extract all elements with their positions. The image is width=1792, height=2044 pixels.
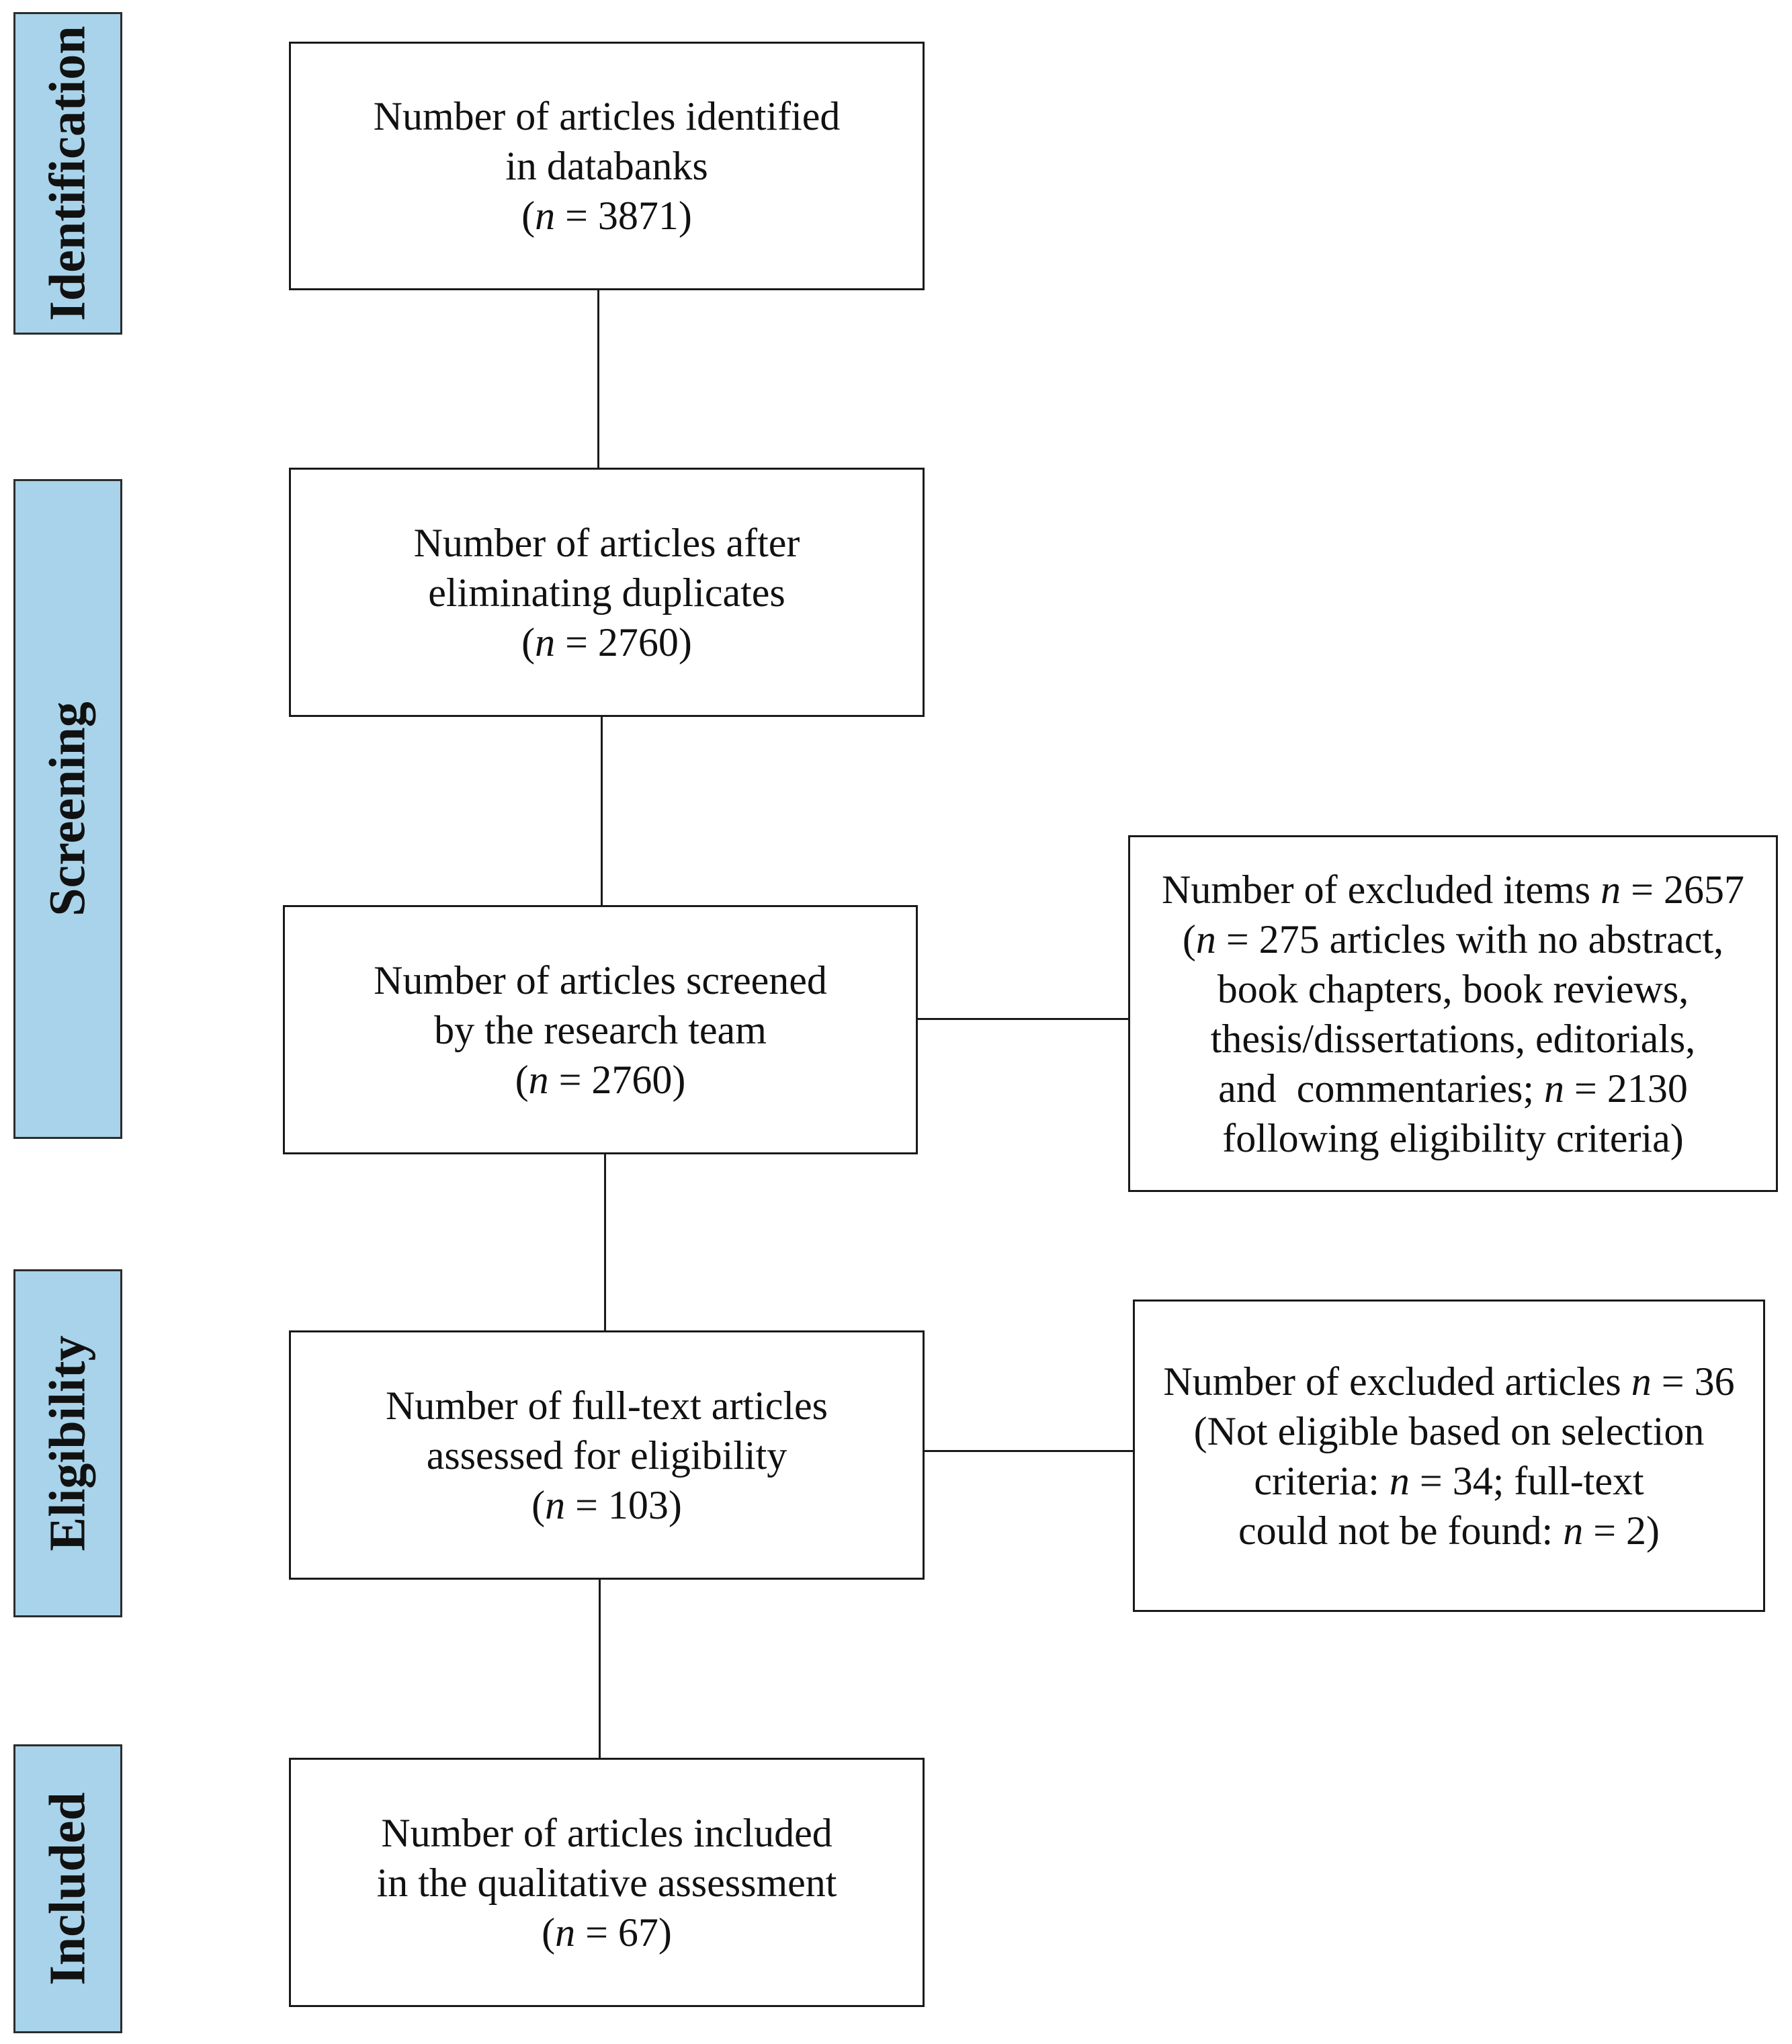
screened-line2: by the research team: [434, 1007, 767, 1052]
excluded-items-line5: and commentaries; n = 2130: [1218, 1066, 1688, 1111]
phase-included-label: Included: [39, 1792, 96, 1986]
phase-identification-label: Identification: [39, 26, 96, 321]
phase-included: Included: [13, 1744, 122, 2033]
identified-count: (n = 3871): [521, 194, 692, 238]
after-duplicates-count: (n = 2760): [521, 620, 692, 665]
connector-identified-to-duplicates: [597, 290, 599, 468]
excluded-articles-line2: (Not eligible based on selection: [1193, 1408, 1705, 1453]
excluded-items-line6: following eligibility criteria): [1222, 1115, 1684, 1160]
full-text-box: Number of full-text articles assessed fo…: [289, 1330, 925, 1580]
screened-line1: Number of articles screened: [374, 957, 827, 1003]
connector-screened-to-excluded-items: [918, 1018, 1128, 1020]
excluded-items-line1: Number of excluded items n = 2657: [1162, 867, 1744, 912]
connector-fulltext-to-included: [599, 1580, 601, 1758]
excluded-articles-line1: Number of excluded articles n = 36: [1163, 1359, 1735, 1404]
included-count: (n = 67): [542, 1910, 672, 1955]
excluded-items-line2: (n = 275 articles with no abstract,: [1182, 917, 1724, 962]
identified-box: Number of articles identified in databan…: [289, 42, 925, 290]
screened-box: Number of articles screened by the resea…: [283, 905, 918, 1154]
connector-fulltext-to-excluded-articles: [923, 1450, 1133, 1452]
excluded-articles-line3: criteria: n = 34; full-text: [1254, 1458, 1644, 1503]
phase-screening: Screening: [13, 479, 122, 1139]
excluded-articles-box: Number of excluded articles n = 36 (Not …: [1133, 1300, 1765, 1612]
phase-eligibility-label: Eligibility: [39, 1335, 96, 1551]
phase-screening-label: Screening: [39, 701, 96, 917]
full-text-line1: Number of full-text articles: [385, 1383, 828, 1428]
phase-identification: Identification: [13, 12, 122, 335]
screened-count: (n = 2760): [515, 1057, 686, 1102]
connector-screened-to-fulltext: [604, 1154, 606, 1330]
identified-line1: Number of articles identified: [373, 94, 841, 138]
identified-line2: in databanks: [505, 144, 708, 188]
excluded-items-line3: book chapters, book reviews,: [1217, 966, 1689, 1011]
after-duplicates-line1: Number of articles after: [413, 520, 800, 565]
included-box: Number of articles included in the quali…: [289, 1758, 925, 2007]
included-line2: in the qualitative assessment: [376, 1860, 837, 1905]
full-text-count: (n = 103): [531, 1482, 682, 1527]
full-text-line2: assessed for eligibility: [426, 1433, 787, 1478]
excluded-items-box: Number of excluded items n = 2657 (n = 2…: [1128, 835, 1778, 1192]
connector-duplicates-to-screened: [601, 717, 603, 905]
after-duplicates-line2: eliminating duplicates: [428, 570, 785, 615]
phase-eligibility: Eligibility: [13, 1269, 122, 1617]
excluded-items-line4: thesis/dissertations, editorials,: [1210, 1016, 1696, 1061]
excluded-articles-line4: could not be found: n = 2): [1238, 1508, 1660, 1553]
after-duplicates-box: Number of articles after eliminating dup…: [289, 468, 925, 717]
included-line1: Number of articles included: [381, 1810, 833, 1855]
